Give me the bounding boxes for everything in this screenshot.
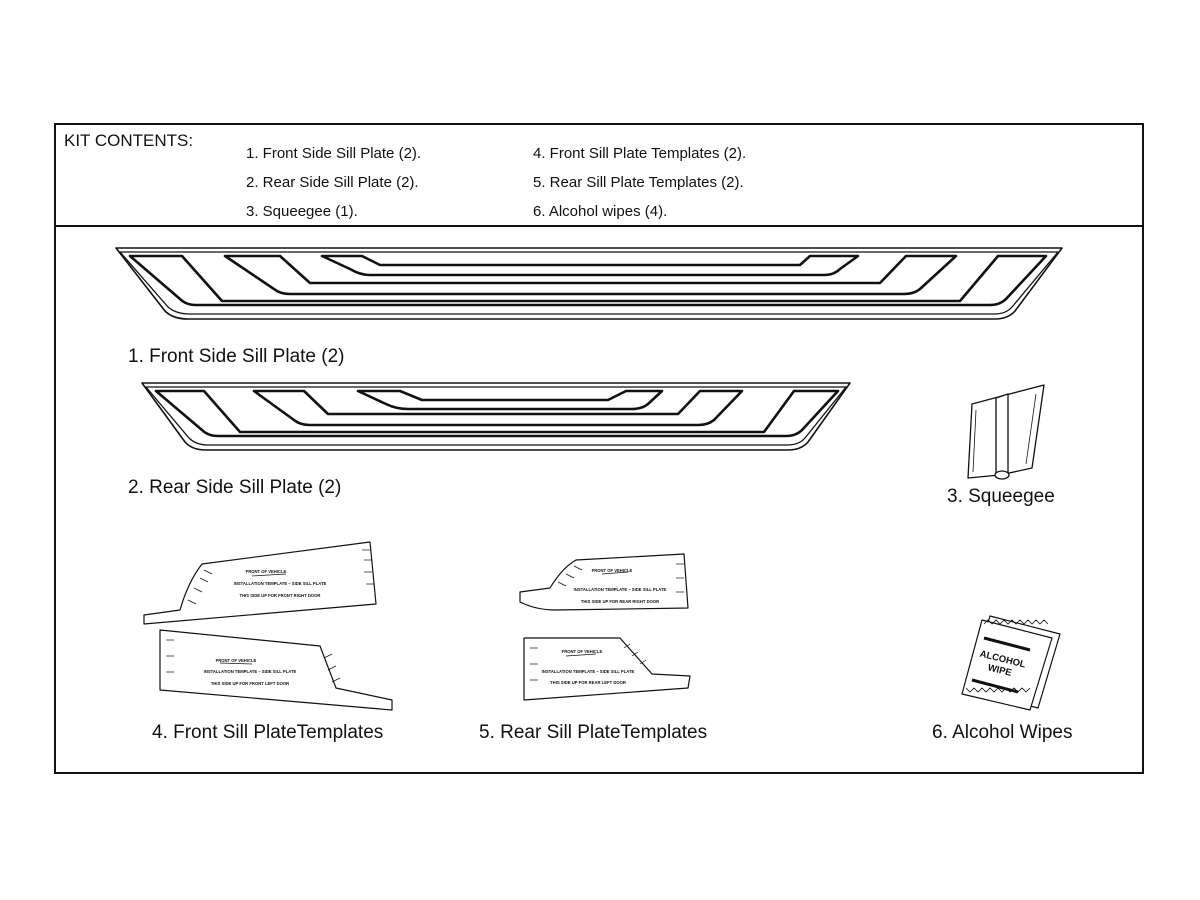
template-title-line: INSTALLATION TEMPLATE – SIDE SILL PLATE <box>574 587 667 592</box>
template-arrow-label: FRONT OF VEHICLE <box>216 658 257 663</box>
template-side-line: THIS SIDE UP FOR REAR LEFT DOOR <box>550 680 626 685</box>
template-side-line: THIS SIDE UP FOR FRONT LEFT DOOR <box>211 681 289 686</box>
rear-sill-plate-templates-illustration: FRONT OF VEHICLE INSTALLATION TEMPLATE –… <box>519 553 691 701</box>
kit-item: 5. Rear Sill Plate Templates (2). <box>533 174 744 191</box>
kit-item: 4. Front Sill Plate Templates (2). <box>533 145 747 162</box>
kit-list-right: 4. Front Sill Plate Templates (2). 5. Re… <box>533 139 746 226</box>
template-arrow-label: FRONT OF VEHICLE <box>562 649 603 654</box>
template-side-line: THIS SIDE UP FOR REAR RIGHT DOOR <box>581 599 659 604</box>
rear-sill-plate-templates-caption: 5. Rear Sill PlateTemplates <box>479 722 708 743</box>
rear-side-sill-plate-caption: 2. Rear Side Sill Plate (2) <box>128 477 342 498</box>
kit-list-left: 1. Front Side Sill Plate (2). 2. Rear Si… <box>246 139 421 226</box>
template-side-line: THIS SIDE UP FOR FRONT RIGHT DOOR <box>240 593 321 598</box>
rear-side-sill-plate-illustration <box>141 382 851 451</box>
alcohol-wipes-caption: 6. Alcohol Wipes <box>932 722 1073 743</box>
template-arrow-label: FRONT OF VEHICLE <box>246 569 287 574</box>
template-title-line: INSTALLATION TEMPLATE – SIDE SILL PLATE <box>234 581 327 586</box>
kit-item: 6. Alcohol wipes (4). <box>533 203 668 220</box>
kit-contents-header: KIT CONTENTS: 1. Front Side Sill Plate (… <box>56 125 1142 227</box>
kit-contents-title: KIT CONTENTS: <box>64 131 194 150</box>
squeegee-caption: 3. Squeegee <box>947 486 1055 507</box>
alcohol-wipes-illustration: ALCOHOL WIPE <box>961 615 1061 711</box>
template-title-line: INSTALLATION TEMPLATE – SIDE SILL PLATE <box>542 669 635 674</box>
front-side-sill-plate-illustration <box>115 247 1063 320</box>
template-arrow-label: FRONT OF VEHICLE <box>592 568 633 573</box>
template-title-line: INSTALLATION TEMPLATE – SIDE SILL PLATE <box>204 669 297 674</box>
front-sill-plate-templates-illustration: FRONT OF VEHICLE INSTALLATION TEMPLATE –… <box>143 541 393 711</box>
front-side-sill-plate-caption: 1. Front Side Sill Plate (2) <box>128 346 345 367</box>
kit-diagram-frame: KIT CONTENTS: 1. Front Side Sill Plate (… <box>54 123 1144 774</box>
front-sill-plate-templates-caption: 4. Front Sill PlateTemplates <box>152 722 384 743</box>
kit-item: 2. Rear Side Sill Plate (2). <box>246 174 419 191</box>
squeegee-illustration <box>967 384 1045 480</box>
kit-item: 1. Front Side Sill Plate (2). <box>246 145 422 162</box>
kit-item: 3. Squeegee (1). <box>246 203 358 220</box>
